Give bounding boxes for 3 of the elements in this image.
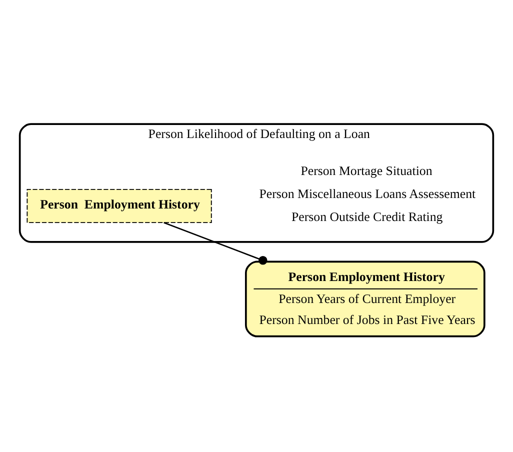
node-box: Person Employment History Person Years of Current Employer Person Number of Jobs in Past Five Years [245,260,486,337]
connector [164,222,268,264]
node-box: Person Employment History [26,188,212,223]
